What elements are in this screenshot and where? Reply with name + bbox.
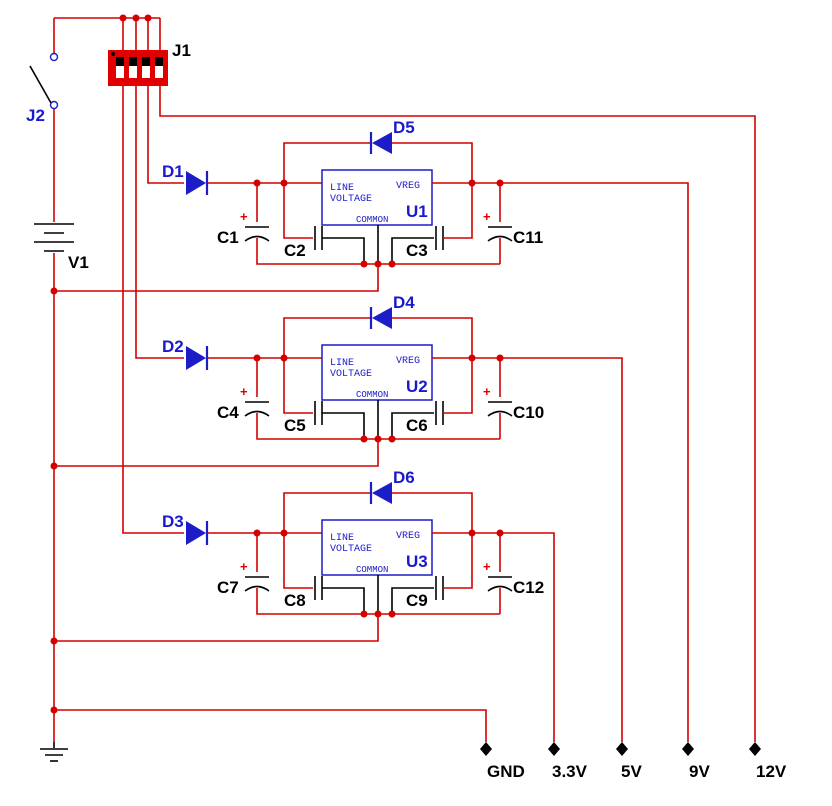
v12-label: 12V <box>756 762 787 781</box>
bypass-diode-label: D6 <box>393 468 415 487</box>
regulator-voltage-pin: VOLTAGE <box>330 369 372 380</box>
capacitor-c10-electrolytic: + <box>483 384 513 417</box>
svg-text:+: + <box>483 384 491 399</box>
svg-text:+: + <box>240 384 248 399</box>
capacitor-label: C10 <box>513 403 544 422</box>
battery-label: V1 <box>68 253 89 272</box>
ground-symbol <box>40 742 68 762</box>
regulator-common-pin: COMMON <box>356 215 388 225</box>
input-diode-d3 <box>186 521 209 545</box>
capacitor-label: C9 <box>406 591 428 610</box>
regulator-line-pin: LINE <box>330 358 354 369</box>
capacitor-c4-electrolytic: + <box>240 384 270 417</box>
regulator-stage-u3: D3 D6 LINE VOLTAGE VREG COMMON U3 + C7 C… <box>50 468 555 742</box>
regulator-label: U3 <box>406 552 428 571</box>
regulator-stage-u2: D2 D4 LINE VOLTAGE VREG COMMON U2 + C4 C… <box>50 293 623 742</box>
capacitor-label: C7 <box>217 578 239 597</box>
capacitor-c3 <box>435 226 444 250</box>
bypass-diode-label: D5 <box>393 118 415 137</box>
v33-label: 3.3V <box>552 762 588 781</box>
diode-label: D1 <box>162 162 184 181</box>
input-diode-d2 <box>186 346 209 370</box>
capacitor-label: C4 <box>217 403 239 422</box>
capacitor-c9 <box>435 576 444 600</box>
bypass-diode-d5 <box>369 132 392 154</box>
regulator-vreg-pin: VREG <box>396 181 420 192</box>
switch-lever <box>29 65 52 104</box>
capacitor-c5 <box>314 401 323 425</box>
capacitor-c6 <box>435 401 444 425</box>
svg-text:+: + <box>240 559 248 574</box>
v12-terminal <box>749 742 761 756</box>
bypass-diode-d6 <box>369 482 392 504</box>
gnd-label: GND <box>487 762 525 781</box>
dip-switch-outputs <box>122 86 756 742</box>
regulator-voltage-pin: VOLTAGE <box>330 194 372 205</box>
diode-label: D2 <box>162 337 184 356</box>
capacitor-label: C8 <box>284 591 306 610</box>
regulator-label: U2 <box>406 377 428 396</box>
capacitor-label: C2 <box>284 241 306 260</box>
diode-label: D3 <box>162 512 184 531</box>
output-terminals: GND 3.3V 5V 9V 12V <box>50 706 787 781</box>
svg-text:+: + <box>240 209 248 224</box>
capacitor-label: C12 <box>513 578 544 597</box>
capacitor-c1-electrolytic: + <box>240 209 270 242</box>
input-diode-d1 <box>186 171 209 195</box>
svg-text:+: + <box>483 559 491 574</box>
capacitor-label: C1 <box>217 228 239 247</box>
regulator-label: U1 <box>406 202 428 221</box>
battery-symbol <box>34 223 74 252</box>
capacitor-label: C5 <box>284 416 306 435</box>
v9-label: 9V <box>689 762 710 781</box>
v33-terminal <box>548 742 560 756</box>
v5-terminal <box>616 742 628 756</box>
svg-text:+: + <box>483 209 491 224</box>
regulator-vreg-pin: VREG <box>396 356 420 367</box>
regulator-voltage-pin: VOLTAGE <box>330 544 372 555</box>
capacitor-label: C6 <box>406 416 428 435</box>
regulator-line-pin: LINE <box>330 533 354 544</box>
regulator-line-pin: LINE <box>330 183 354 194</box>
bypass-diode-label: D4 <box>393 293 415 312</box>
regulator-box <box>321 519 433 576</box>
regulator-box <box>321 169 433 226</box>
dip-switch: J1 <box>108 18 191 86</box>
regulator-vreg-pin: VREG <box>396 531 420 542</box>
v5-label: 5V <box>621 762 642 781</box>
bypass-diode-d4 <box>369 307 392 329</box>
capacitor-label: C11 <box>513 228 543 247</box>
capacitor-c8 <box>314 576 323 600</box>
regulator-common-pin: COMMON <box>356 390 388 400</box>
regulator-common-pin: COMMON <box>356 565 388 575</box>
capacitor-label: C3 <box>406 241 428 260</box>
regulator-stage-u1: D1 D5 LINE VOLTAGE VREG COMMON U1 + C1 <box>50 118 689 742</box>
capacitor-c7-electrolytic: + <box>240 559 270 592</box>
capacitor-c2 <box>314 226 323 250</box>
capacitor-c11-electrolytic: + <box>483 209 513 242</box>
power-input-section: J2 V1 <box>26 14 160 762</box>
v9-terminal <box>682 742 694 756</box>
regulator-box <box>321 344 433 401</box>
dip-switch-label: J1 <box>172 41 191 60</box>
switch-label: J2 <box>26 106 45 125</box>
capacitor-c12-electrolytic: + <box>483 559 513 592</box>
gnd-terminal <box>480 742 492 756</box>
